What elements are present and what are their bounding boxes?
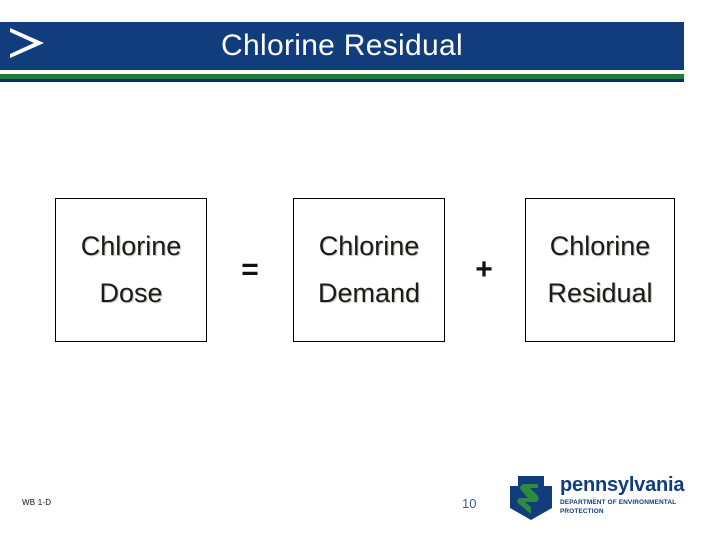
logo-subtitle-line2: PROTECTION bbox=[560, 508, 604, 515]
equation-box-line1: Chlorine bbox=[549, 231, 651, 261]
equation-operator-plus: + bbox=[475, 253, 493, 286]
equation-box-chlorine-dose: Chlorine Dose bbox=[55, 198, 207, 342]
chlorine-equation: Chlorine Dose = Chlorine Demand + Chlori… bbox=[55, 198, 675, 344]
logo-text: pennsylvania DEPARTMENT OF ENVIRONMENTAL… bbox=[560, 472, 700, 516]
footer-code: WB 1-D bbox=[22, 498, 52, 507]
equation-box-chlorine-demand: Chlorine Demand bbox=[293, 198, 445, 342]
logo-wordmark: pennsylvania bbox=[560, 474, 685, 496]
equation-operator-equals: = bbox=[241, 253, 259, 286]
equation-box-line2: Residual bbox=[547, 278, 653, 308]
equation-box-chlorine-residual: Chlorine Residual bbox=[525, 198, 675, 342]
keystone-icon bbox=[510, 476, 552, 520]
equation-box-line1: Chlorine bbox=[80, 231, 182, 261]
equation-box-line2: Demand bbox=[317, 278, 421, 308]
page-number: 10 bbox=[462, 496, 477, 511]
divider-green bbox=[0, 74, 684, 79]
header-band bbox=[0, 22, 684, 70]
equation-box-line2: Dose bbox=[99, 278, 163, 308]
logo-subtitle-line1: DEPARTMENT OF ENVIRONMENTAL bbox=[560, 499, 677, 506]
arrow-icon bbox=[10, 28, 44, 58]
divider-dark bbox=[0, 79, 684, 82]
page-title: Chlorine Residual bbox=[221, 29, 463, 62]
equation-box-line1: Chlorine bbox=[318, 231, 420, 261]
pennsylvania-dep-logo: pennsylvania DEPARTMENT OF ENVIRONMENTAL… bbox=[508, 472, 700, 526]
